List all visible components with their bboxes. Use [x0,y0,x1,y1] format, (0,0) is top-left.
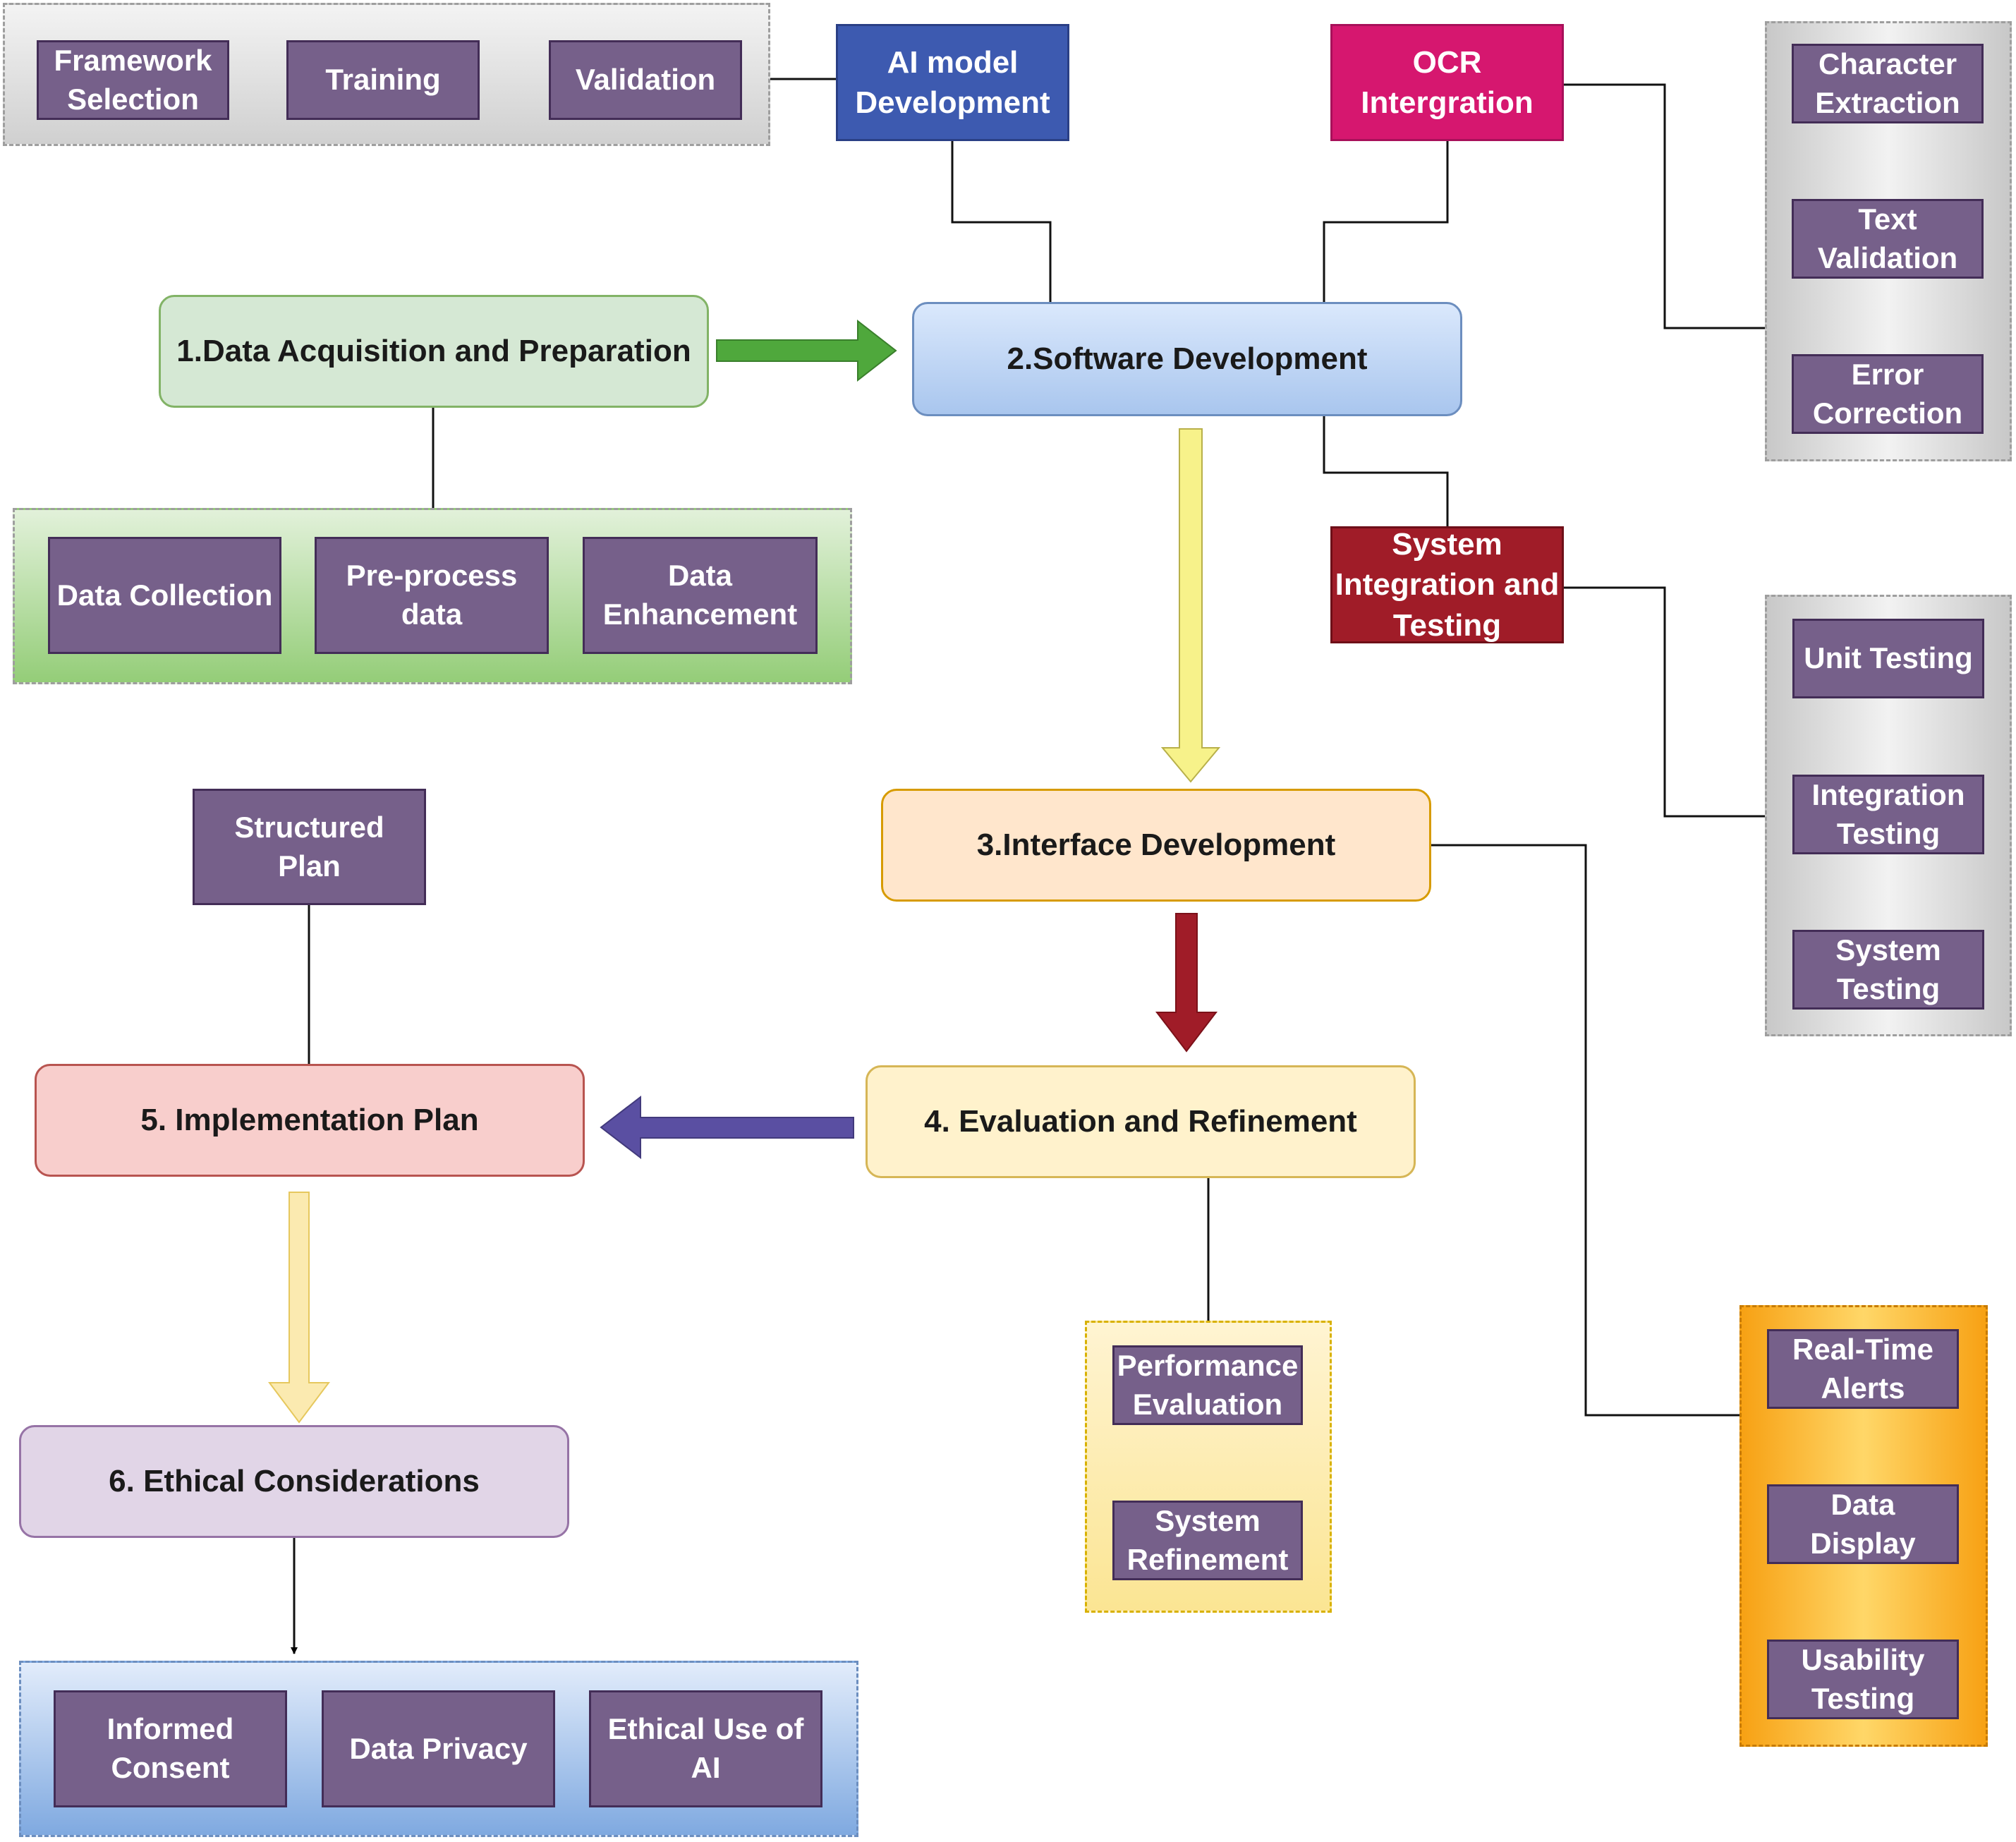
system-testing-node: System Testing [1792,930,1984,1010]
unit-testing-label: Unit Testing [1804,641,1973,675]
phase-5-label: 5. Implementation Plan [140,1103,479,1137]
text-validation-label: Text Validation [1817,202,1958,274]
ai-model-header: AI model Development [836,24,1069,141]
structured-plan-node: Structured Plan [193,789,426,905]
connector-p3-group [1430,844,1739,1417]
phase-6-ethical-considerations: 6. Ethical Considerations [19,1425,569,1538]
informed-consent-node: Informed Consent [54,1690,287,1807]
system-integration-label: System Integration and Testing [1335,527,1560,643]
data-collection-node: Data Collection [48,537,281,654]
system-integration-header: System Integration and Testing [1330,526,1564,643]
data-collection-label: Data Collection [56,578,273,612]
character-extraction-node: Character Extraction [1792,44,1984,123]
data-display-node: Data Display [1767,1484,1959,1564]
preprocess-data-label: Pre-process data [346,559,518,631]
integration-testing-node: Integration Testing [1792,775,1984,854]
ocr-header: OCR Intergration [1330,24,1564,141]
phase-3-label: 3.Interface Development [976,828,1336,862]
validation-label: Validation [575,63,716,97]
ethical-use-of-ai-label: Ethical Use of AI [607,1712,804,1784]
preprocess-data-node: Pre-process data [315,537,549,654]
framework-selection-label: Framework Selection [54,43,212,116]
integration-testing-label: Integration Testing [1811,777,1965,850]
arrow-p3-to-p4 [1155,913,1218,1053]
error-correction-node: Error Correction [1792,354,1984,434]
usability-testing-node: Usability Testing [1767,1640,1959,1719]
system-refinement-label: System Refinement [1127,1503,1289,1576]
phase-3-interface-development: 3.Interface Development [881,789,1431,902]
performance-evaluation-label: Performance Evaluation [1117,1348,1299,1421]
validation-node: Validation [549,40,742,120]
ai-model-label: AI model Development [855,44,1050,120]
real-time-alerts-label: Real-Time Alerts [1792,1332,1933,1405]
ethical-use-of-ai-node: Ethical Use of AI [589,1690,822,1807]
training-node: Training [286,40,480,120]
real-time-alerts-node: Real-Time Alerts [1767,1329,1959,1409]
connector-ocr-software [1323,141,1449,302]
phase-6-label: 6. Ethical Considerations [109,1464,480,1498]
data-privacy-node: Data Privacy [322,1690,555,1807]
ocr-label: OCR Intergration [1361,44,1534,120]
arrow-p4-to-p5 [600,1095,854,1160]
connector-sys-testing [1563,586,1765,818]
performance-evaluation-node: Performance Evaluation [1112,1345,1303,1425]
phase-4-label: 4. Evaluation and Refinement [924,1104,1357,1139]
error-correction-label: Error Correction [1812,357,1963,430]
connector-software-sys [1323,416,1449,526]
connector-ai-software [951,141,1052,302]
data-enhancement-label: Data Enhancement [602,559,798,631]
data-enhancement-node: Data Enhancement [583,537,818,654]
system-refinement-node: System Refinement [1112,1501,1303,1580]
usability-testing-label: Usability Testing [1801,1642,1925,1715]
phase-2-software-development: 2.Software Development [912,302,1462,416]
text-validation-node: Text Validation [1792,199,1984,279]
arrow-p5-to-p6 [268,1192,330,1424]
phase-5-implementation: 5. Implementation Plan [35,1064,585,1177]
training-label: Training [325,63,441,97]
phase-1-label: 1.Data Acquisition and Preparation [176,334,691,368]
data-privacy-label: Data Privacy [349,1731,528,1765]
phase-4-evaluation: 4. Evaluation and Refinement [866,1065,1416,1178]
phase-2-label: 2.Software Development [1007,341,1368,376]
connector-ocr-group [1563,83,1765,329]
system-testing-label: System Testing [1835,933,1941,1005]
character-extraction-label: Character Extraction [1815,47,1960,119]
unit-testing-node: Unit Testing [1792,619,1984,698]
arrow-p1-to-p2 [716,319,897,382]
data-display-label: Data Display [1810,1487,1916,1560]
informed-consent-label: Informed Consent [107,1712,234,1784]
structured-plan-label: Structured Plan [234,810,384,883]
phase-1-data-acquisition: 1.Data Acquisition and Preparation [159,295,709,408]
arrow-p2-to-p3 [1160,428,1221,783]
framework-selection-node: Framework Selection [37,40,229,120]
